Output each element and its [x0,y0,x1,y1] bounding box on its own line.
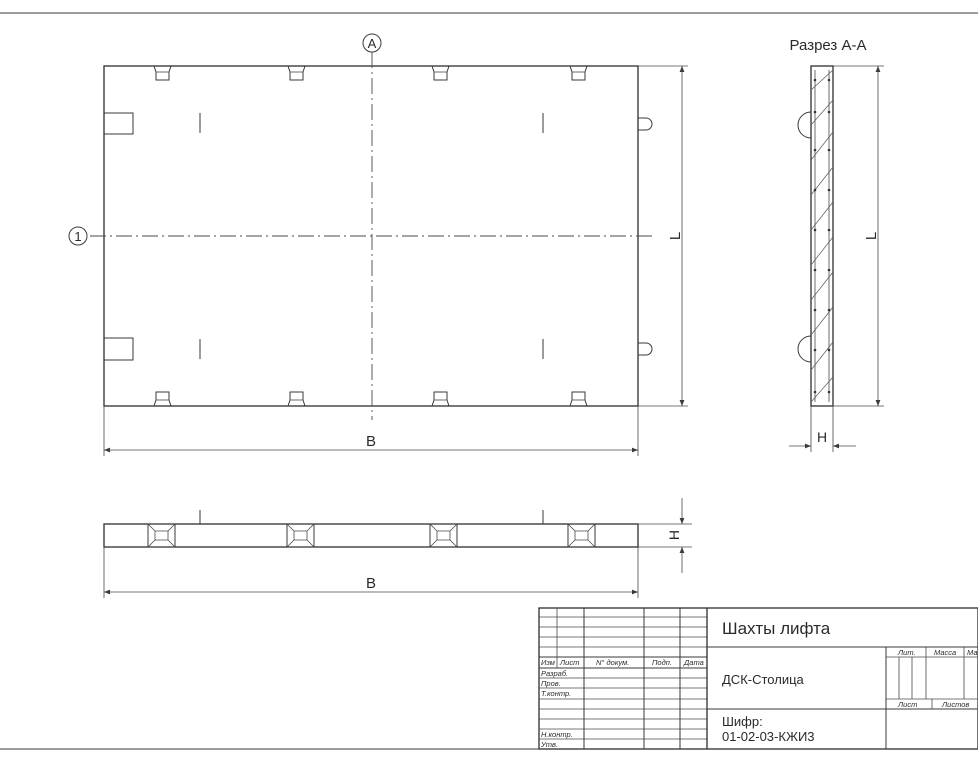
left-side-pockets [104,112,134,361]
svg-text:N° докум.: N° докум. [596,658,629,667]
dim-label-h-section: H [817,429,827,445]
svg-text:Разраб.: Разраб. [541,669,568,678]
svg-text:Лист: Лист [897,700,917,709]
svg-text:1: 1 [74,229,81,244]
project-title: Шахты лифта [722,619,831,638]
reinforcement-dots [813,78,831,394]
edge-sockets [147,523,596,548]
svg-text:Утв.: Утв. [540,740,558,749]
plan-view [90,52,654,420]
svg-text:Дата: Дата [683,658,704,667]
section-title: Разрез А-А [790,37,867,54]
section-height-dimension: H [789,406,856,452]
section-length-dimension: L [833,65,884,407]
edge-width-dimension: B [103,547,639,598]
svg-text:Масса: Масса [934,648,956,657]
code-label: Шифр: [722,714,763,729]
svg-text:Пров.: Пров. [541,679,561,688]
plan-length-dimension: L [638,65,688,407]
svg-text:Листов: Листов [941,700,969,709]
svg-text:А: А [368,36,377,51]
dim-label-h-edge: H [666,530,682,540]
bottom-lifting-loops [153,391,588,407]
axis-bubble-1: 1 [68,226,88,246]
svg-text:Лист: Лист [559,658,579,667]
code-value: 01-02-03-КЖИ3 [722,729,815,744]
dim-label-b: B [366,433,376,450]
sheet-frame [0,12,978,750]
dim-label-b-edge: B [366,575,376,592]
svg-text:Ма: Ма [967,648,978,657]
svg-text:Лит.: Лит. [897,648,916,657]
dim-label-l-section: L [863,232,880,240]
top-lifting-loops [153,65,588,81]
svg-text:Н.контр.: Н.контр. [541,730,573,739]
section-hatching [810,69,834,403]
svg-text:Т.контр.: Т.контр. [541,689,571,698]
edge-height-dimension: H [638,498,692,573]
plan-width-dimension: B [103,406,639,456]
right-side-loops [638,117,653,356]
svg-text:Подп.: Подп. [652,658,672,667]
edge-view [103,510,639,548]
title-block: Изм Лист N° докум. Подп. Дата Разраб. Пр… [538,607,978,750]
svg-text:Изм: Изм [541,658,555,667]
embedded-marks [199,113,544,359]
section-loop-bottom [797,335,812,363]
section-a-a [797,65,834,407]
axis-bubble-a: А [362,33,382,53]
section-loop-top [797,111,812,139]
dim-label-l: L [667,232,684,240]
organization-title: ДСК-Столица [722,672,805,687]
